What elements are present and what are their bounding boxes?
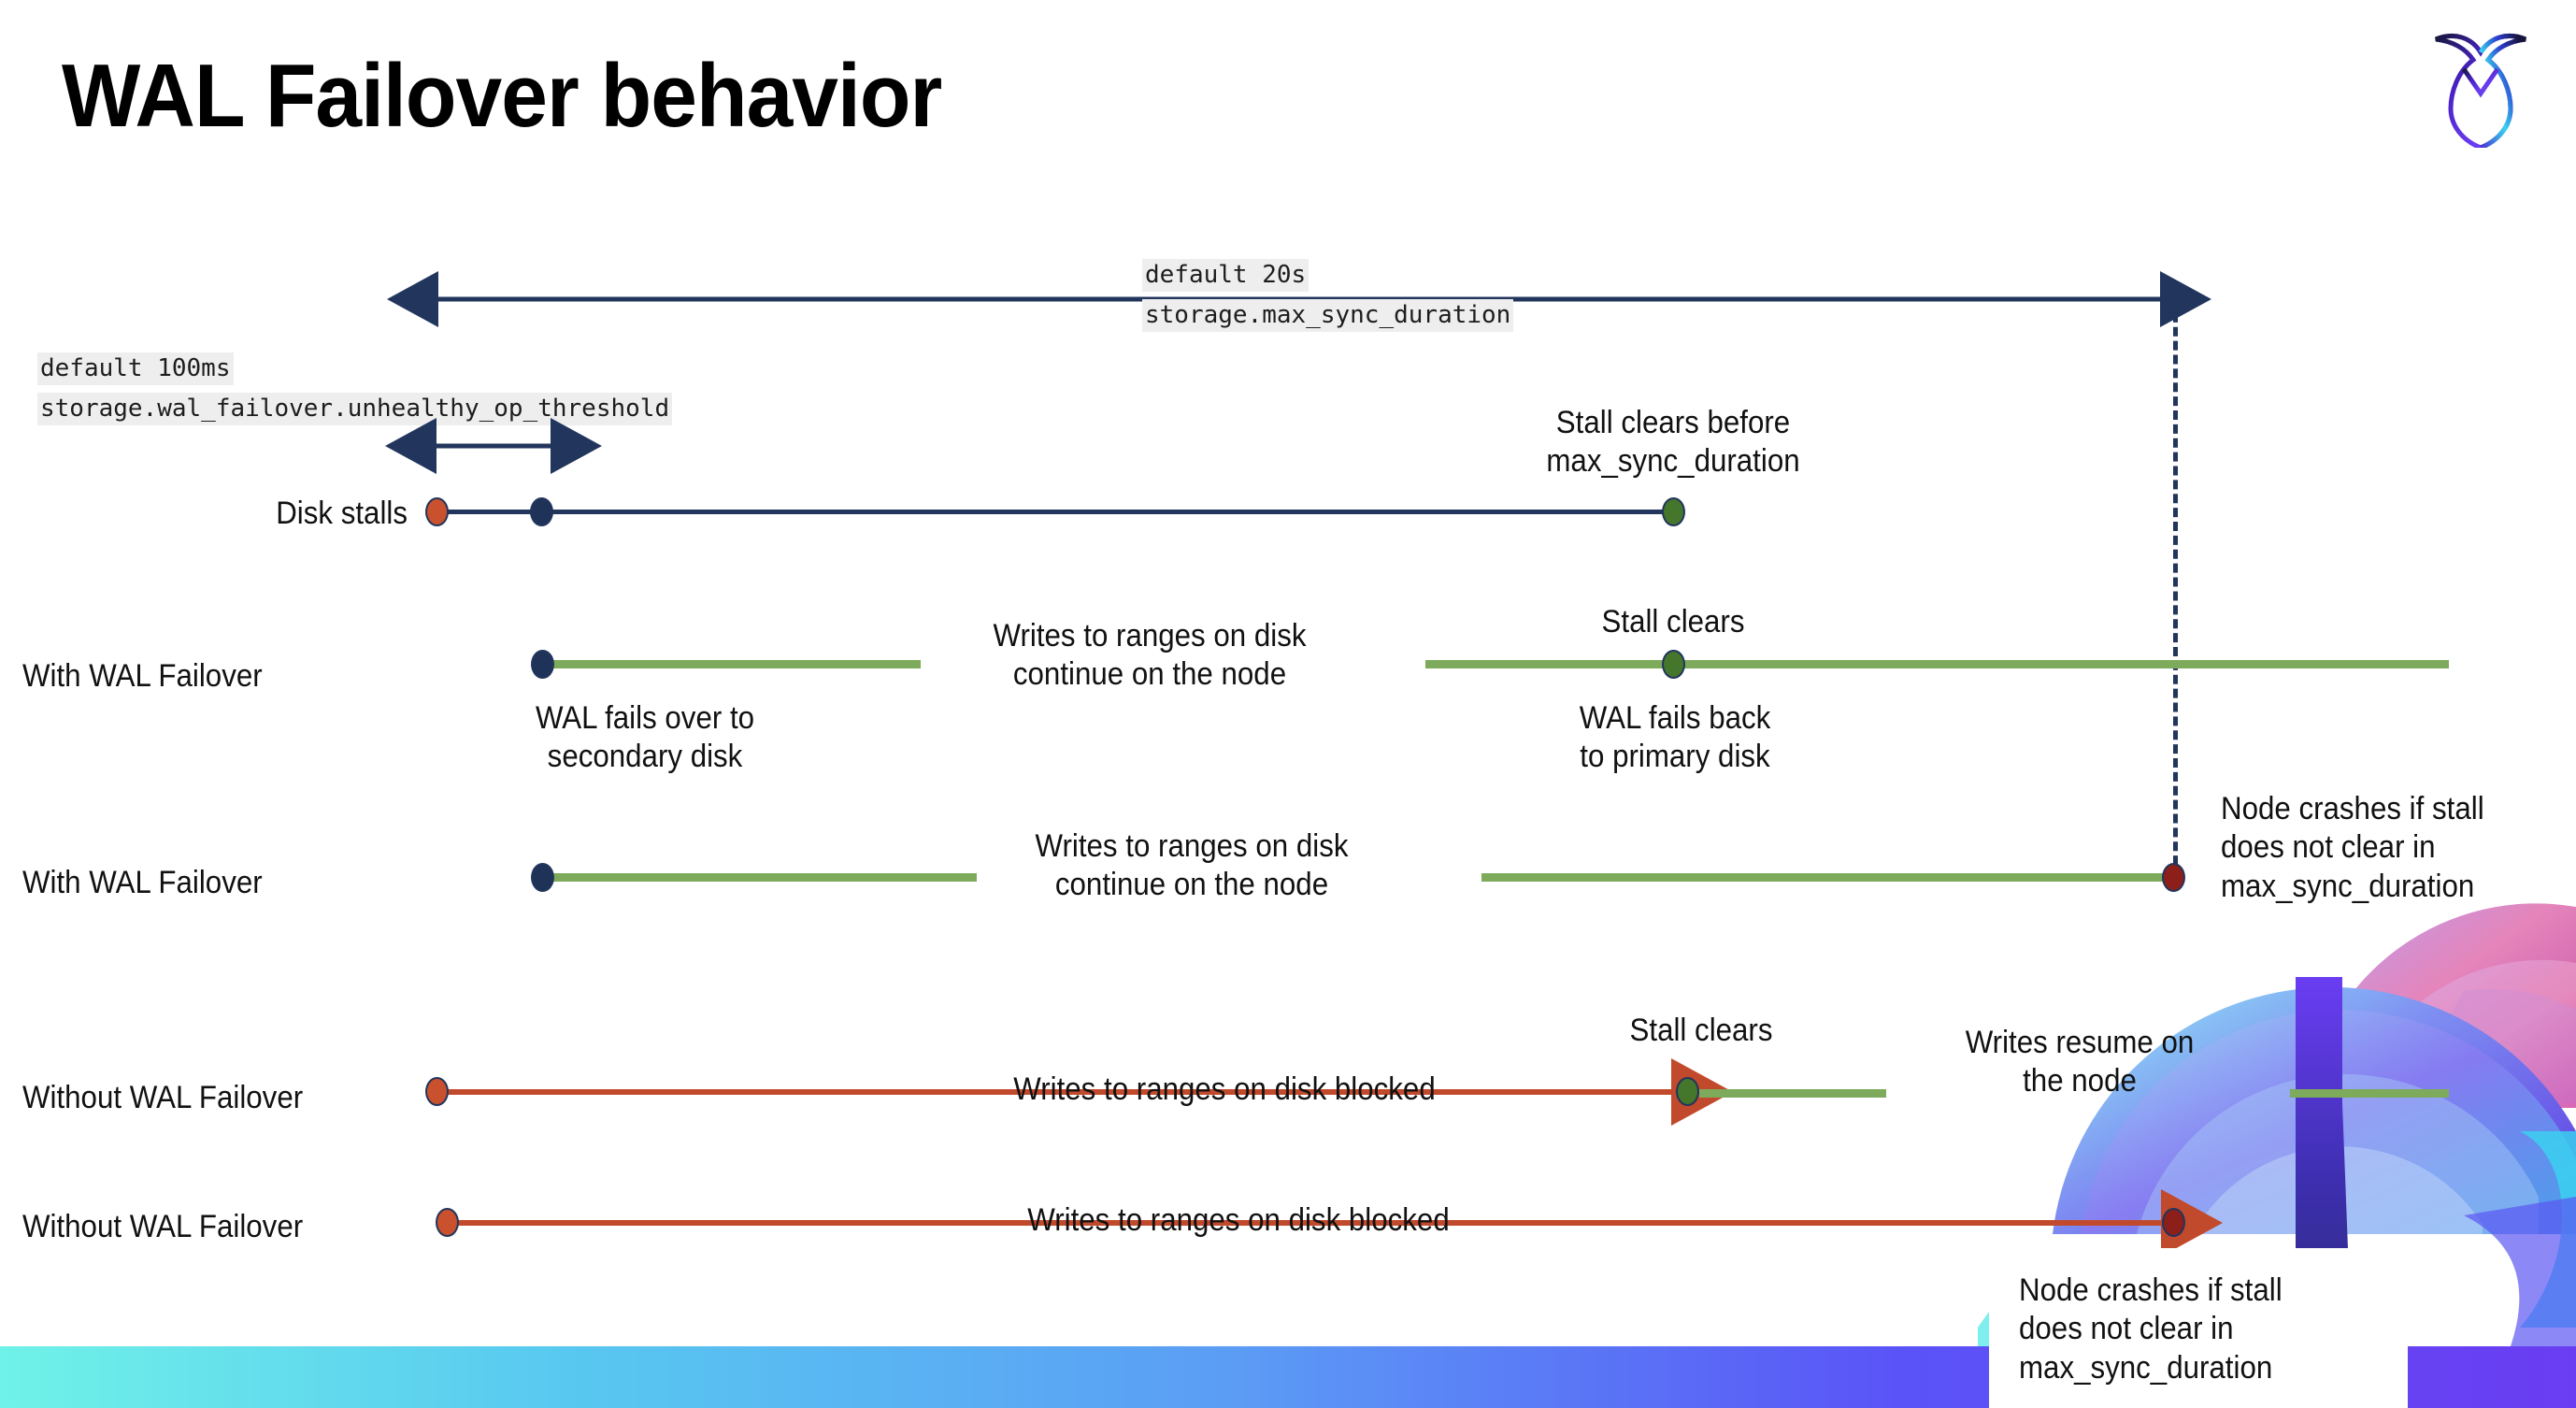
max-sync-default-chip: default 20s — [1142, 259, 1309, 292]
wal-failover-2-line-right — [1481, 873, 2178, 882]
without-failover-1-start-dot — [425, 1077, 449, 1106]
note-stall-clears-before: Stall clears before max_sync_duration — [1546, 405, 1800, 480]
row-label-with-wal-failover-1: With WAL Failover — [22, 658, 263, 694]
wal-failover-1-line-right — [1425, 660, 2449, 668]
note-node-crashes-2: Node crashes if stall does not clear in … — [2019, 1272, 2283, 1386]
wal-failover-1-start-dot — [531, 650, 554, 679]
row-label-without-wal-failover-2: Without WAL Failover — [22, 1209, 304, 1244]
disk-stalls-failover-dot — [530, 497, 553, 526]
wal-failover-2-line-left — [547, 873, 977, 882]
without-failover-1-blocked-arrow — [436, 1058, 1733, 1126]
page-title: WAL Failover behavior — [62, 46, 942, 146]
note-writes-continue-2: Writes to ranges on disk continue on the… — [1035, 828, 1349, 903]
note-wal-fails-over: WAL fails over to secondary disk — [535, 700, 755, 775]
cockroachdb-logo-icon — [2435, 34, 2526, 148]
row-label-without-wal-failover-1: Without WAL Failover — [22, 1080, 304, 1115]
max-sync-name-chip: storage.max_sync_duration — [1142, 299, 1514, 332]
disk-stalls-start-dot — [425, 497, 449, 526]
max-sync-duration-dropline — [2173, 299, 2178, 879]
wal-failover-2-start-dot — [531, 863, 554, 892]
disk-stalls-clear-dot — [1662, 497, 1685, 526]
without-failover-1-resume-line-2 — [2290, 1089, 2449, 1098]
without-failover-2-crash-dot — [2162, 1208, 2185, 1237]
note-wal-fails-back: WAL fails back to primary disk — [1579, 700, 1771, 775]
note-stall-clears-1: Stall clears — [1601, 604, 1745, 639]
unhealthy-default-chip: default 100ms — [37, 352, 234, 385]
unhealthy-op-threshold-span-arrow — [385, 418, 602, 474]
disk-stalls-line — [436, 510, 1673, 514]
note-node-crashes-1: Node crashes if stall does not clear in … — [2221, 791, 2484, 904]
row-label-with-wal-failover-2: With WAL Failover — [22, 865, 263, 900]
wal-failover-2-crash-dot — [2162, 863, 2185, 892]
wal-failover-1-clear-dot — [1662, 650, 1685, 679]
row-label-disk-stalls: Disk stalls — [276, 496, 408, 531]
without-failover-2-blocked-arrow — [449, 1189, 2223, 1257]
without-failover-1-clear-dot — [1676, 1077, 1699, 1106]
note-writes-blocked-2: Writes to ranges on disk blocked — [1027, 1202, 1450, 1238]
unhealthy-name-chip: storage.wal_failover.unhealthy_op_thresh… — [37, 393, 673, 425]
wal-failover-1-line-left — [547, 660, 921, 668]
note-writes-resume: Writes resume on the node — [1965, 1025, 2195, 1099]
without-failover-1-resume-line — [1699, 1089, 1886, 1098]
note-writes-blocked-1: Writes to ranges on disk blocked — [1013, 1071, 1436, 1107]
note-writes-continue-1: Writes to ranges on disk continue on the… — [993, 618, 1307, 693]
note-stall-clears-2: Stall clears — [1629, 1013, 1773, 1048]
node-crash-callout-card — [1989, 1248, 2408, 1408]
without-failover-2-start-dot — [436, 1208, 459, 1237]
